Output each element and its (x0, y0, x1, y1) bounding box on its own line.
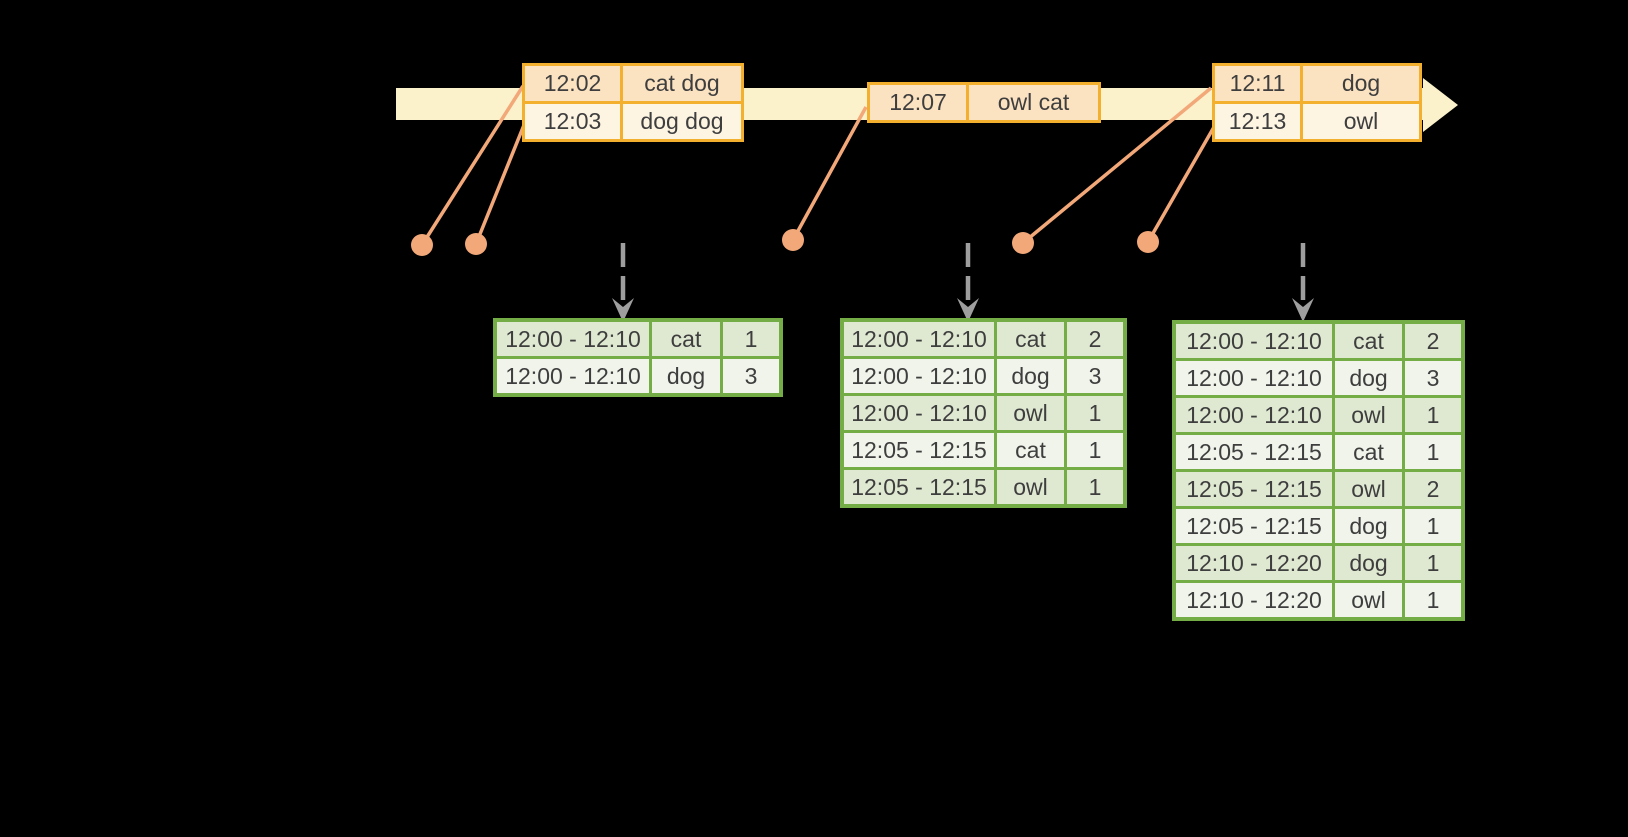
table-cell: owl (994, 393, 1067, 433)
table-cell: 12:00 - 12:10 (493, 318, 652, 359)
table-cell: 12:00 - 12:10 (493, 356, 652, 397)
table-cell: cat (994, 318, 1067, 359)
table-cell: dog (994, 356, 1067, 396)
trigger-arrowheads (612, 298, 1314, 322)
table-cell: 1 (1064, 467, 1127, 508)
table-cell: cat (1332, 320, 1405, 361)
table-cell: owl (994, 467, 1067, 508)
table-cell: 1 (1402, 506, 1465, 546)
table-cell: dog dog (620, 101, 744, 142)
table-cell: 12:05 - 12:15 (840, 467, 997, 508)
table-cell: 12:05 - 12:15 (1172, 506, 1335, 546)
event-dots (411, 229, 1159, 256)
table-cell: 1 (1402, 395, 1465, 435)
table-cell: 12:02 (522, 63, 623, 104)
table-cell: 1 (1064, 393, 1127, 433)
table-cell: 2 (1402, 320, 1465, 361)
event-dot (782, 229, 804, 251)
table-cell: cat dog (620, 63, 744, 104)
table-cell: 1 (720, 318, 783, 359)
table-cell: 12:05 - 12:15 (1172, 432, 1335, 472)
table-cell: 12:07 (867, 82, 969, 123)
table-cell: 12:13 (1212, 101, 1303, 142)
table-cell: 12:10 - 12:20 (1172, 543, 1335, 583)
table-cell: 12:00 - 12:10 (1172, 358, 1335, 398)
table-cell: dog (1332, 543, 1405, 583)
table-cell: owl (1332, 580, 1405, 621)
connector-lines (420, 85, 1216, 246)
table-cell: 12:05 - 12:15 (840, 430, 997, 470)
connector-line (420, 85, 525, 246)
connector-line (791, 106, 868, 241)
table-cell: 12:00 - 12:10 (1172, 320, 1335, 361)
trigger-arrows (620, 243, 1306, 300)
event-dot (411, 234, 433, 256)
table-cell: owl (1332, 395, 1405, 435)
trigger-arrowhead-icon (957, 298, 979, 322)
table-cell: 12:00 - 12:10 (1172, 395, 1335, 435)
table-cell: 12:00 - 12:10 (840, 318, 997, 359)
connector-line (474, 124, 526, 245)
table-cell: 1 (1402, 543, 1465, 583)
trigger-arrowhead-icon (1292, 298, 1314, 322)
table-cell: owl (1300, 101, 1422, 142)
table-cell: dog (649, 356, 723, 397)
connector-line (1021, 86, 1213, 245)
table-cell: 2 (1402, 469, 1465, 509)
event-dot (1012, 232, 1034, 254)
trigger-arrowhead-icon (612, 298, 634, 322)
table-cell: 12:00 - 12:10 (840, 356, 997, 396)
table-cell: cat (994, 430, 1067, 470)
table-cell: cat (1332, 432, 1405, 472)
table-cell: 1 (1402, 432, 1465, 472)
table-cell: cat (649, 318, 723, 359)
table-cell: 1 (1402, 580, 1465, 621)
table-cell: 12:10 - 12:20 (1172, 580, 1335, 621)
connector-line (1146, 126, 1216, 243)
table-cell: dog (1332, 358, 1405, 398)
event-dot (1137, 231, 1159, 253)
table-cell: owl cat (966, 82, 1101, 123)
table-cell: dog (1300, 63, 1422, 104)
table-cell: 12:03 (522, 101, 623, 142)
table-cell: dog (1332, 506, 1405, 546)
table-cell: 3 (720, 356, 783, 397)
timeline-arrowhead-icon (1423, 78, 1458, 132)
table-cell: 12:05 - 12:15 (1172, 469, 1335, 509)
event-dot (465, 233, 487, 255)
table-cell: 2 (1064, 318, 1127, 359)
table-cell: 1 (1064, 430, 1127, 470)
table-cell: 12:00 - 12:10 (840, 393, 997, 433)
table-cell: 3 (1402, 358, 1465, 398)
table-cell: 12:11 (1212, 63, 1303, 104)
table-cell: 3 (1064, 356, 1127, 396)
table-cell: owl (1332, 469, 1405, 509)
